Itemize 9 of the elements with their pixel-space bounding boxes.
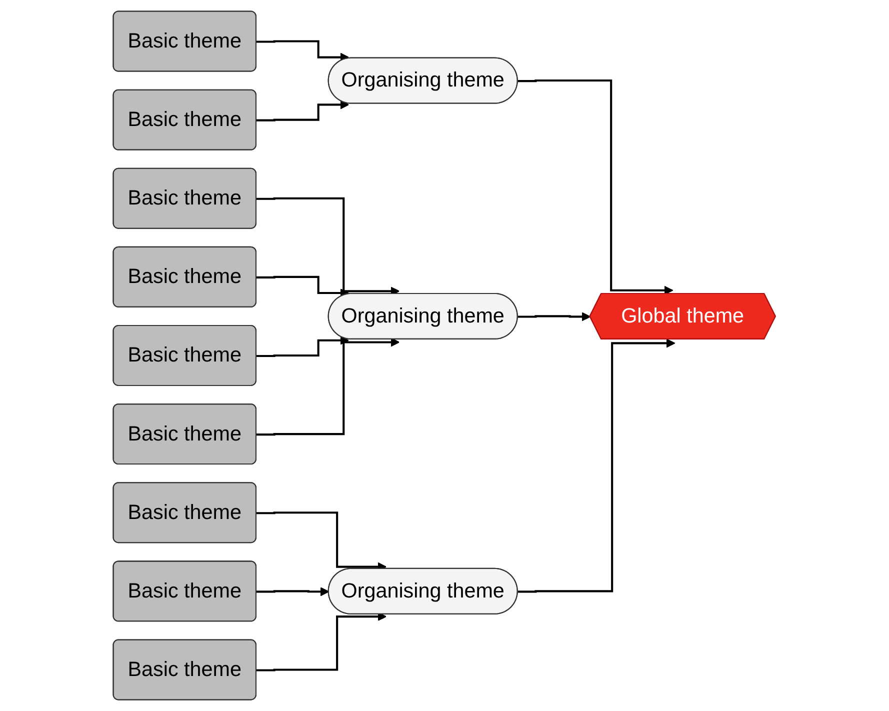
arrow — [518, 80, 674, 295]
arrow — [256, 336, 350, 358]
arrow — [256, 587, 330, 596]
arrow — [256, 40, 350, 62]
arrow — [518, 312, 591, 322]
arrow — [256, 612, 387, 672]
arrow — [256, 338, 400, 436]
arrow — [256, 100, 350, 122]
arrow — [518, 338, 676, 593]
